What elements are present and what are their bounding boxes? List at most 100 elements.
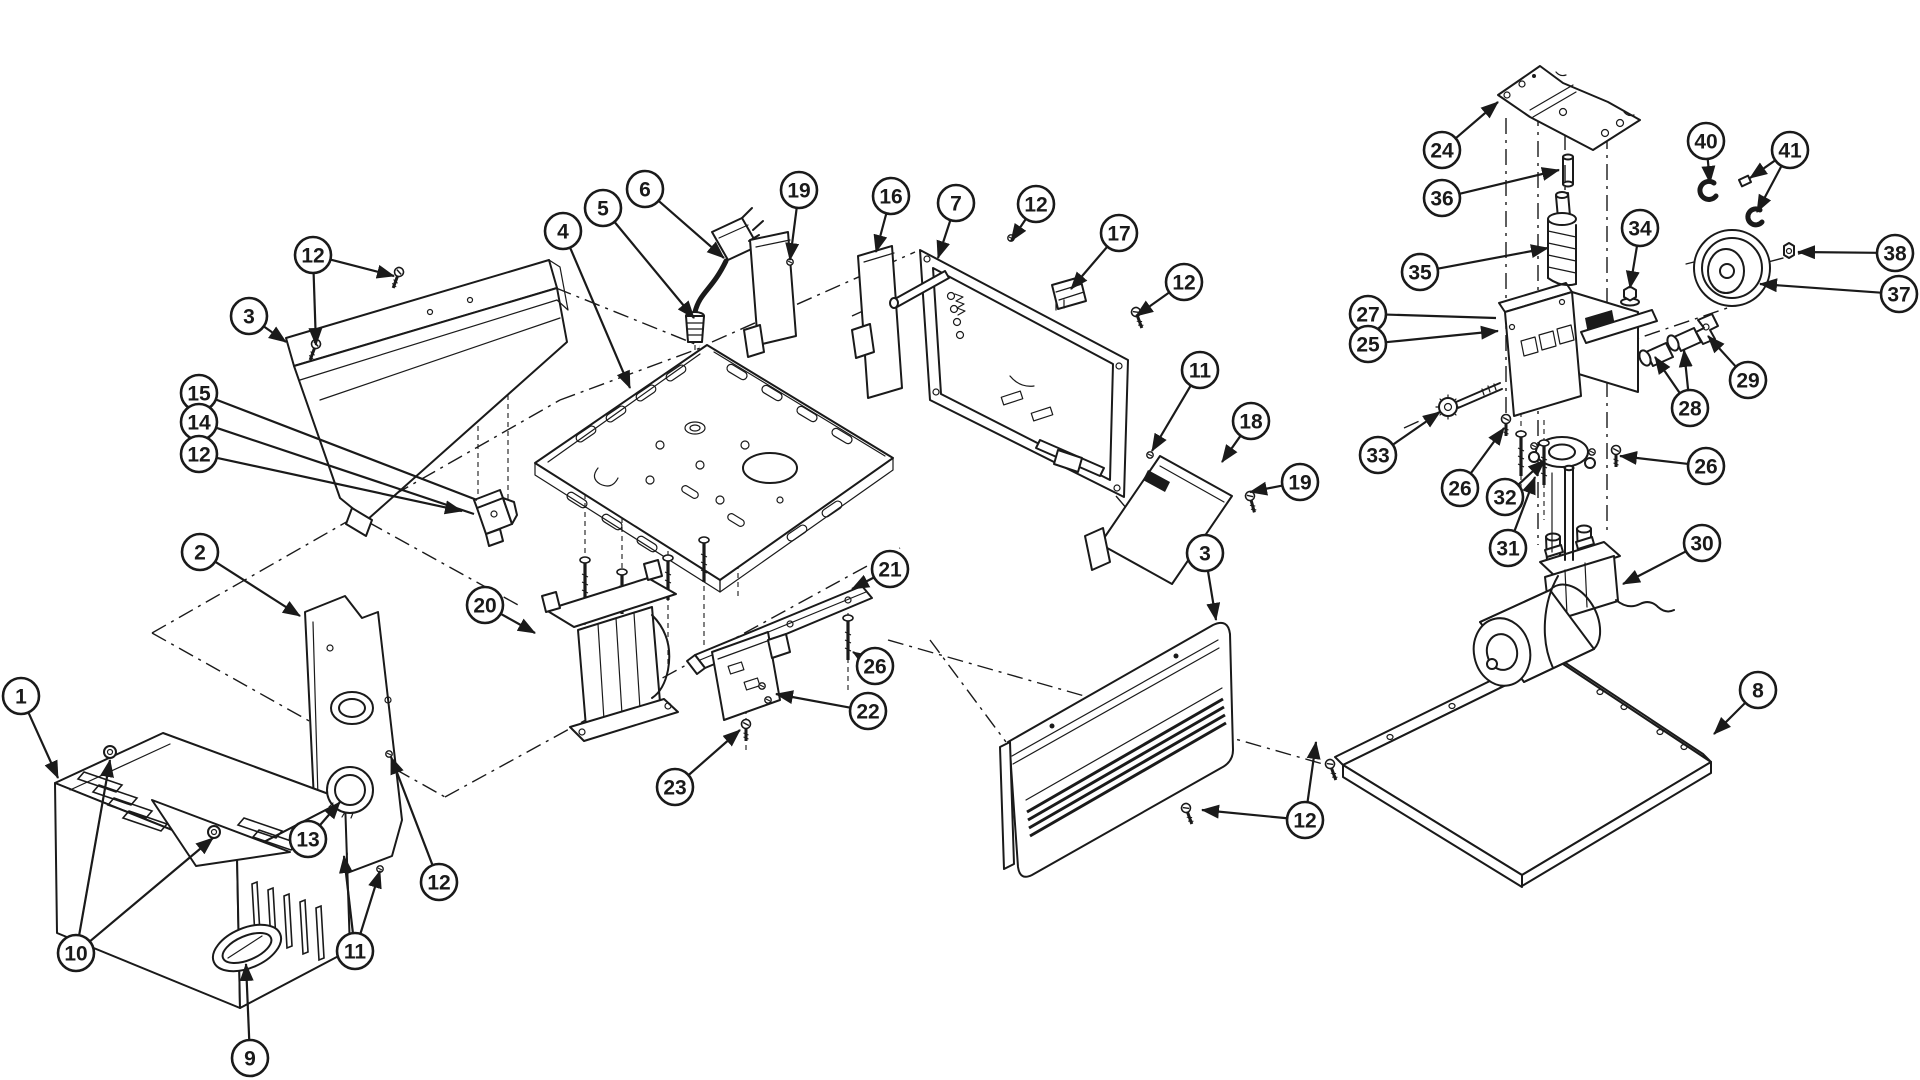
- small-pcb-22: [711, 631, 791, 721]
- callout-23: 23: [655, 729, 741, 807]
- coil-spring-35: [1547, 191, 1577, 287]
- callout-leader: [1622, 550, 1687, 585]
- callout-leader: [936, 219, 952, 259]
- callout-3: 3: [1185, 533, 1225, 621]
- side-panel-left-3: [285, 259, 569, 537]
- hex-nut-34: [1620, 285, 1640, 307]
- callout-leader: [215, 426, 475, 516]
- callout-leader: [1437, 244, 1549, 270]
- callout-number: 23: [663, 777, 686, 800]
- callout-leader: [1206, 570, 1221, 621]
- callout-number: 12: [427, 872, 450, 895]
- callout-leader: [1749, 159, 1776, 179]
- upper-ring-hole: [330, 691, 374, 725]
- callout-leader: [1654, 356, 1681, 394]
- contact-springs: [946, 291, 966, 340]
- control-board-7: [889, 234, 1154, 498]
- callout-leader: [873, 213, 888, 253]
- callout-37: 37: [1759, 274, 1919, 314]
- callout-balloon: [179, 434, 219, 474]
- callout-2: 2: [180, 532, 301, 617]
- callout-18: 18: [1221, 401, 1271, 463]
- display-pcb-16: [851, 245, 903, 399]
- callout-number: 5: [597, 198, 609, 221]
- callout-leader: [1459, 167, 1560, 195]
- callout-balloon: [1686, 121, 1726, 161]
- callout-leader: [1701, 158, 1716, 184]
- strain-relief-5: [685, 311, 705, 343]
- callout-number: 12: [187, 444, 210, 467]
- callout-balloon: [288, 819, 328, 859]
- callout-number: 27: [1356, 304, 1379, 327]
- callout-11: 11: [335, 855, 382, 971]
- callout-number: 22: [856, 701, 879, 724]
- callout-41: 41: [1749, 130, 1810, 213]
- callout-4: 4: [543, 211, 632, 389]
- callout-number: 26: [863, 656, 886, 679]
- callout-10: 10: [56, 759, 214, 973]
- callout-leader: [1010, 218, 1027, 242]
- callout-number: 29: [1736, 370, 1759, 393]
- callout-number: 12: [1293, 810, 1316, 833]
- callout-balloon: [465, 585, 505, 625]
- callout-leader: [89, 837, 214, 943]
- callout-leader: [1151, 384, 1192, 452]
- callout-leader: [339, 855, 355, 934]
- callout-number: 11: [1189, 360, 1212, 383]
- spacer-36: [1562, 153, 1574, 188]
- callout-13: 13: [288, 801, 341, 859]
- callout-balloon: [1358, 435, 1398, 475]
- callout-balloon: [1879, 274, 1919, 314]
- callout-19: 19: [779, 170, 819, 261]
- callout-number: 25: [1356, 334, 1380, 357]
- base-tray-8: [1334, 651, 1712, 888]
- callout-number: 32: [1493, 487, 1516, 510]
- callout-balloon: [655, 767, 695, 807]
- callout-25: 25: [1348, 324, 1499, 364]
- housing-1: [54, 732, 351, 1009]
- callout-balloon: [1485, 477, 1525, 517]
- callout-leader: [263, 325, 287, 343]
- callout-number: 38: [1883, 243, 1907, 266]
- callout-number: 33: [1366, 445, 1389, 468]
- callout-number: 14: [187, 412, 211, 435]
- callout-number: 3: [1199, 543, 1211, 566]
- callout-number: 2: [194, 542, 206, 565]
- callout-12: 12: [1201, 741, 1325, 840]
- callout-leader: [27, 711, 60, 779]
- callout-26: 26: [1619, 446, 1726, 486]
- callout-number: 41: [1778, 140, 1802, 163]
- callout-leader: [330, 258, 395, 279]
- callout-leader: [1201, 804, 1288, 820]
- callout-leader: [657, 200, 725, 259]
- callout-number: 8: [1752, 680, 1764, 703]
- callout-leader: [1070, 245, 1109, 290]
- callout-16: 16: [871, 176, 911, 253]
- callout-26: 26: [852, 646, 895, 686]
- callout-balloon: [1682, 523, 1722, 563]
- callout-14: 14: [179, 402, 475, 516]
- callout-leader: [785, 207, 800, 261]
- callout-number: 19: [787, 180, 810, 203]
- callout-balloon: [1488, 528, 1528, 568]
- callout-number: 9: [244, 1048, 256, 1071]
- callout-8: 8: [1713, 670, 1778, 735]
- callout-number: 18: [1239, 411, 1263, 434]
- pump-motor-30: [1472, 524, 1675, 687]
- thumb-knob-33: [1435, 382, 1503, 420]
- hinge-pin: [889, 270, 950, 309]
- callout-leader: [239, 963, 254, 1041]
- clamp-ferrule-41: [1737, 174, 1765, 228]
- callout-number: 3: [243, 306, 255, 329]
- callout-number: 19: [1288, 472, 1311, 495]
- callout-balloon: [848, 691, 888, 731]
- callout-12: 12: [1010, 184, 1056, 242]
- callout-number: 34: [1628, 218, 1652, 241]
- callout-balloon: [1422, 178, 1462, 218]
- callout-3: 3: [229, 296, 287, 343]
- callout-31: 31: [1488, 476, 1537, 568]
- callout-leader: [1392, 411, 1441, 446]
